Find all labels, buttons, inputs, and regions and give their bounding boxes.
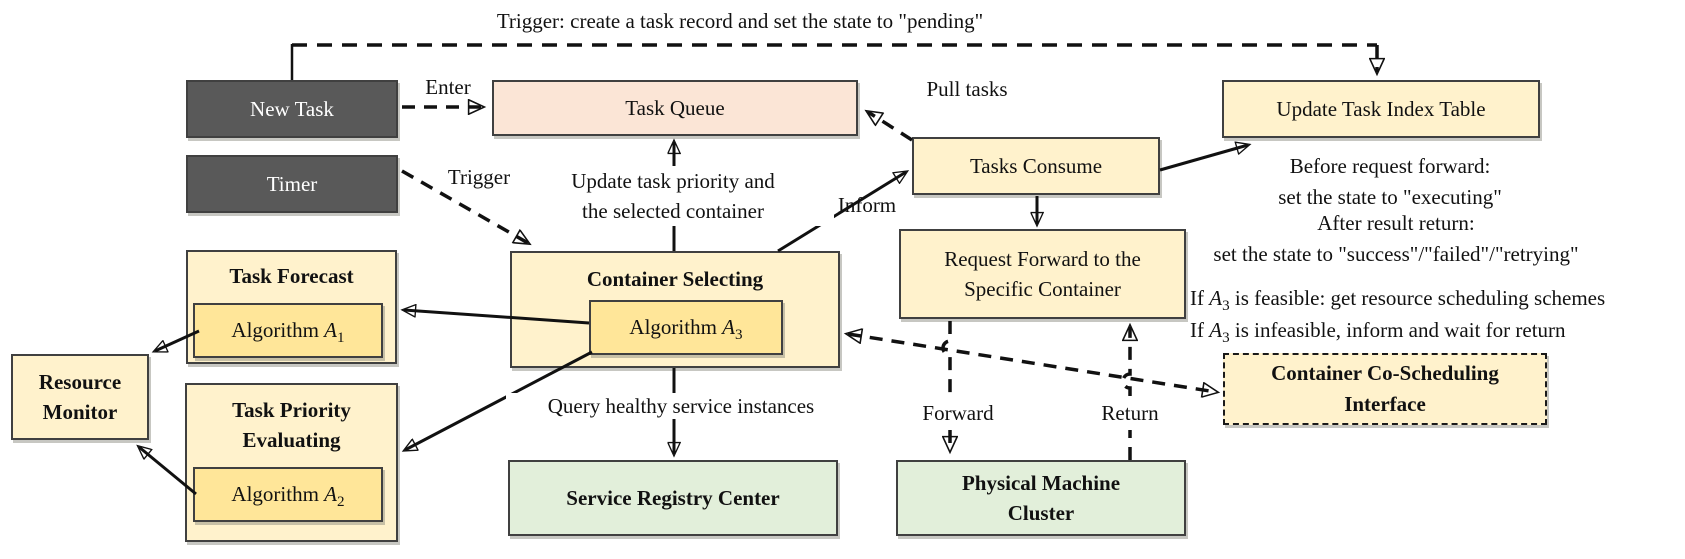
co-scheduling-line1: Container Co-Scheduling: [1271, 361, 1499, 385]
top-trigger-annotation: Trigger: create a task record and set th…: [496, 9, 984, 33]
resource-monitor-line1: Resource: [38, 370, 122, 394]
request-forward-line1: Request Forward to the: [944, 247, 1141, 271]
annotation-feasible: If A3 is feasible: get resource scheduli…: [1190, 283, 1605, 322]
box-container-selecting: Container Selecting Algorithm A3: [510, 251, 840, 368]
algorithm-a1-sub: 1: [337, 330, 345, 347]
label-pull-tasks: Pull tasks: [926, 77, 1008, 101]
annotation-feasible-sub: 3: [1222, 298, 1230, 315]
algorithm-a3-label: Algorithm A3: [591, 302, 781, 361]
label-update-priority-line1: Update task priority and: [571, 169, 775, 193]
co-scheduling-line2: Interface: [1344, 392, 1426, 416]
edge-consume-to-index-arrow: [1159, 145, 1248, 172]
service-registry-label: Service Registry Center: [566, 485, 780, 510]
annotation-feasible-rest: is feasible: get resource scheduling sch…: [1229, 286, 1606, 310]
physical-machine-line1: Physical Machine: [961, 471, 1121, 495]
annotation-infeasible: If A3 is infeasible, inform and wait for…: [1190, 315, 1566, 354]
task-queue-label: Task Queue: [625, 95, 725, 120]
algorithm-a1-var: A: [324, 318, 337, 342]
edge-return-arrow: [1121, 327, 1130, 396]
label-query-healthy: Query healthy service instances: [506, 393, 856, 419]
annotation-after-line2: set the state to "success"/"failed"/"ret…: [1213, 242, 1579, 266]
algorithm-a2-var: A: [324, 482, 337, 506]
annotation-after-return: After result return: set the state to "s…: [1180, 208, 1612, 270]
box-physical-machine-cluster: Physical Machine Cluster: [896, 460, 1186, 536]
label-update-priority: Update task priority and the selected co…: [512, 166, 834, 226]
annotation-feasible-prefix: If: [1190, 286, 1210, 310]
request-forward-line2: Specific Container: [964, 277, 1121, 301]
algorithm-a2-label: Algorithm A2: [195, 469, 381, 528]
task-forecast-title: Task Forecast: [229, 264, 354, 288]
box-resource-monitor: Resource Monitor: [11, 354, 149, 440]
annotation-before-request: Before request forward: set the state to…: [1240, 151, 1540, 213]
algorithm-a3-sub: 3: [735, 327, 743, 344]
annotation-infeasible-sub: 3: [1222, 330, 1230, 347]
annotation-before-line2: set the state to "executing": [1278, 185, 1502, 209]
box-task-forecast: Task Forecast Algorithm A1: [186, 250, 397, 364]
update-task-index-label: Update Task Index Table: [1276, 96, 1486, 121]
algorithm-a3-word: Algorithm: [629, 315, 723, 339]
task-priority-title-line1: Task Priority: [232, 398, 351, 422]
box-tasks-consume: Tasks Consume: [912, 137, 1160, 195]
label-inform: Inform: [837, 193, 897, 217]
box-update-task-index-table: Update Task Index Table: [1222, 80, 1540, 138]
box-service-registry-center: Service Registry Center: [508, 460, 838, 536]
box-task-priority-evaluating: Task Priority Evaluating Algorithm A2: [185, 383, 398, 542]
task-priority-title-line2: Evaluating: [242, 428, 341, 452]
edge-pull-tasks-arrow: [868, 112, 913, 142]
tasks-consume-label: Tasks Consume: [969, 153, 1103, 178]
label-enter: Enter: [425, 75, 471, 99]
algorithm-a1-label: Algorithm A1: [195, 305, 381, 364]
edge-coscheduling-double-arrow: [848, 334, 1216, 392]
algorithm-a2-word: Algorithm: [231, 482, 325, 506]
annotation-after-line1: After result return:: [1317, 211, 1475, 235]
container-selecting-title: Container Selecting: [586, 267, 764, 291]
label-update-priority-line2: the selected container: [582, 199, 764, 223]
new-task-label: New Task: [250, 96, 334, 121]
label-return: Return: [1086, 400, 1174, 426]
resource-monitor-line2: Monitor: [42, 400, 118, 424]
box-new-task: New Task: [186, 80, 398, 138]
timer-label: Timer: [266, 171, 318, 196]
annotation-before-line1: Before request forward:: [1289, 154, 1491, 178]
annotation-infeasible-prefix: If: [1190, 318, 1210, 342]
box-algorithm-a3: Algorithm A3: [589, 300, 783, 355]
box-timer: Timer: [186, 155, 398, 213]
box-algorithm-a1: Algorithm A1: [193, 303, 383, 358]
box-algorithm-a2: Algorithm A2: [193, 467, 383, 522]
box-container-co-scheduling-interface: Container Co-Scheduling Interface: [1223, 353, 1547, 425]
physical-machine-line2: Cluster: [1007, 501, 1075, 525]
algorithm-a3-var: A: [722, 315, 735, 339]
algorithm-a1-word: Algorithm: [231, 318, 325, 342]
edge-forward-line-upper: [941, 321, 952, 396]
annotation-infeasible-var: A: [1209, 318, 1223, 342]
annotation-feasible-var: A: [1209, 286, 1223, 310]
box-task-queue: Task Queue: [492, 80, 858, 136]
box-request-forward: Request Forward to the Specific Containe…: [899, 229, 1186, 319]
label-forward: Forward: [912, 400, 1004, 426]
algorithm-a2-sub: 2: [337, 494, 345, 511]
annotation-infeasible-rest: is infeasible, inform and wait for retur…: [1229, 318, 1566, 342]
